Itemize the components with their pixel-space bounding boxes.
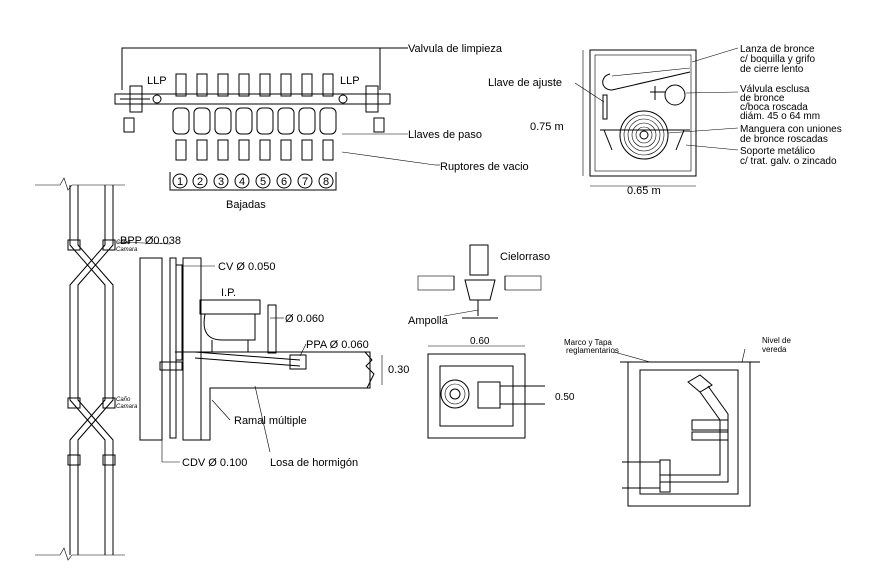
- label-shutoff-valves: Llaves de paso: [408, 129, 482, 141]
- label-nozzle-3: de cierre lento: [740, 64, 804, 75]
- label-ppa: PPA Ø 0.060: [306, 339, 369, 351]
- label-sleeve-bot-2: Camara: [116, 404, 138, 410]
- label-cabinet-height: 0.75 m: [530, 121, 564, 133]
- riser-pipes: Caño Camara Caño Camara: [35, 177, 138, 561]
- label-d060: Ø 0.060: [285, 313, 324, 325]
- label-support-2: c/ trat. galv. o zincado: [740, 156, 837, 167]
- llp-right-valve: [338, 85, 385, 133]
- downpipe-number: 5: [255, 173, 271, 189]
- svg-text:5: 5: [260, 176, 266, 188]
- label-level-2: vereda: [762, 345, 787, 354]
- label-adjust-key: Llave de ajuste: [488, 77, 562, 89]
- manifold-diagram: 1 2 3 4 5 6 7 8 Valvula de limpieza LLP …: [114, 43, 529, 211]
- label-gate-3: c/boca roscada: [740, 102, 808, 113]
- svg-text:2: 2: [197, 176, 203, 188]
- label-sleeve-top-1: Caño: [116, 240, 131, 246]
- label-valve-cleaning: Valvula de limpieza: [408, 43, 503, 55]
- label-cabinet-width: 0.65 m: [627, 185, 661, 197]
- label-frame-1: Marco y Tapa: [564, 338, 612, 347]
- svg-text:4: 4: [239, 176, 245, 188]
- label-frame-2: reglamentarios: [566, 346, 619, 355]
- downpipe-number: 1: [172, 173, 188, 189]
- label-slab: Losa de hormigón: [270, 457, 358, 469]
- label-bulb: Ampolla: [408, 315, 449, 327]
- label-cdv: CDV Ø 0.100: [182, 457, 247, 469]
- label-downpipes: Bajadas: [226, 199, 266, 211]
- svg-text:7: 7: [302, 176, 308, 188]
- downpipe-number: 2: [192, 173, 208, 189]
- svg-text:3: 3: [218, 176, 224, 188]
- branch-valves: [172, 73, 337, 161]
- toilet-section: BPP Ø0.038 CV Ø 0.050 I.P. Ø 0.060 PPA Ø…: [116, 235, 409, 469]
- hose-coil: [619, 110, 669, 160]
- hose-cabinet: Lanza de bronce c/ boquilla y grifo de c…: [488, 44, 842, 197]
- valve-pit: Marco y Tapa reglamentarios Nivel de ver…: [564, 336, 791, 507]
- label-gate-1: Válvula esclusa: [740, 84, 810, 95]
- label-hose-1: Manguera con uniones: [740, 124, 842, 135]
- label-sleeve-top-2: Camara: [116, 247, 138, 253]
- svg-text:8: 8: [323, 176, 329, 188]
- label-gate-4: diám. 45 o 64 mm: [740, 111, 820, 122]
- label-nozzle-2: c/ boquilla y grifo: [740, 54, 815, 65]
- downpipe-number: 7: [297, 173, 313, 189]
- sprinkler-detail: Cielorraso Ampolla: [408, 244, 550, 327]
- label-llp-left: LLP: [147, 75, 167, 87]
- label-ceiling: Cielorraso: [500, 251, 550, 263]
- downpipe-number: 6: [276, 173, 292, 189]
- svg-text:1: 1: [177, 176, 183, 188]
- label-box-width: 0.60: [470, 336, 490, 347]
- label-bpp: BPP Ø0.038: [120, 235, 181, 247]
- label-nozzle-1: Lanza de bronce: [740, 44, 815, 55]
- label-sleeve-bot-1: Caño: [116, 397, 131, 403]
- label-vacuum-breakers: Ruptores de vacio: [440, 161, 529, 173]
- label-box-height: 0.50: [555, 392, 575, 403]
- label-branch: Ramal múltiple: [234, 415, 307, 427]
- label-support-1: Soporte metálico: [740, 146, 815, 157]
- downpipe-number: 4: [234, 173, 250, 189]
- label-llp-right: LLP: [340, 75, 360, 87]
- llp-left-valve: [120, 85, 162, 133]
- downpipe-number: 3: [213, 173, 229, 189]
- downpipe-number: 8: [318, 173, 334, 189]
- label-gate-2: de bronce: [740, 93, 785, 104]
- label-level-1: Nivel de: [762, 336, 791, 345]
- label-thickness: 0.30: [388, 364, 409, 376]
- svg-text:6: 6: [281, 176, 287, 188]
- downpipe-numbers: 1 2 3 4 5 6 7 8: [169, 172, 337, 191]
- valve-box: 0.60 0.50: [427, 336, 575, 439]
- label-hose-2: de bronce roscadas: [740, 134, 828, 145]
- label-cv: CV Ø 0.050: [218, 261, 275, 273]
- label-ip: I.P.: [221, 287, 236, 299]
